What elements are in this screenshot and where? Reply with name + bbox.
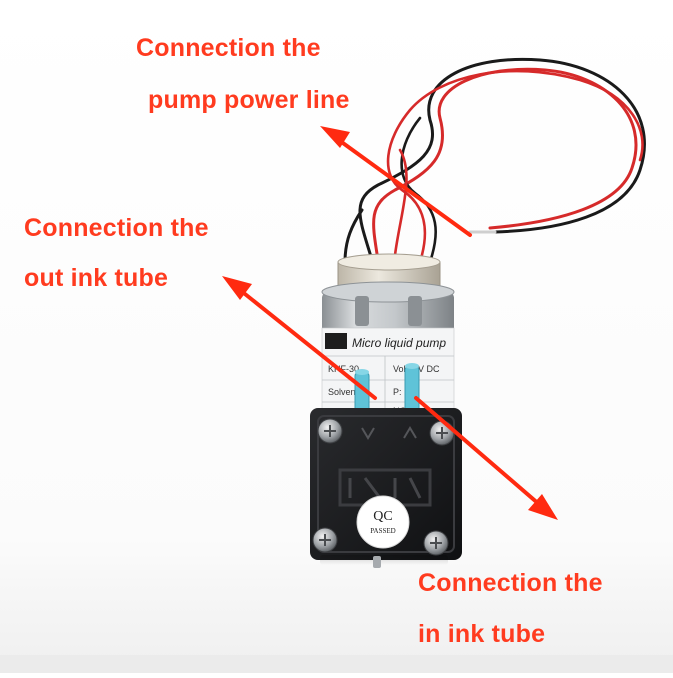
power-wires bbox=[343, 57, 646, 264]
brand-logo bbox=[325, 333, 347, 349]
head-screws bbox=[312, 418, 455, 556]
pump-label-solvent: Solvent bbox=[328, 387, 359, 397]
caption-in-tube-2: in ink tube bbox=[418, 620, 546, 648]
caption-power-line-2: pump power line bbox=[148, 86, 350, 114]
caption-out-tube-2: out ink tube bbox=[24, 264, 169, 292]
pump-label-title: Micro liquid pump bbox=[352, 336, 446, 350]
arrow-in-tube bbox=[414, 396, 542, 507]
pump-label-model: KHF-30 bbox=[328, 364, 359, 374]
annotation-arrows bbox=[222, 126, 558, 520]
caption-in-tube-1: Connection the bbox=[418, 569, 603, 597]
pump-head bbox=[310, 408, 462, 568]
table-edge-shadow bbox=[0, 655, 673, 673]
caption-out-tube-1: Connection the bbox=[24, 214, 209, 242]
arrow-out-tube bbox=[238, 288, 377, 400]
arrow-power-line bbox=[334, 136, 472, 237]
caption-power-line-1: Connection the bbox=[136, 34, 321, 62]
pump-label-p-field: P: bbox=[393, 387, 402, 397]
qc-passed-sticker: QC PASSED bbox=[356, 495, 410, 549]
qc-sticker-line1: QC bbox=[373, 509, 392, 524]
qc-sticker-line2: PASSED bbox=[370, 527, 395, 535]
